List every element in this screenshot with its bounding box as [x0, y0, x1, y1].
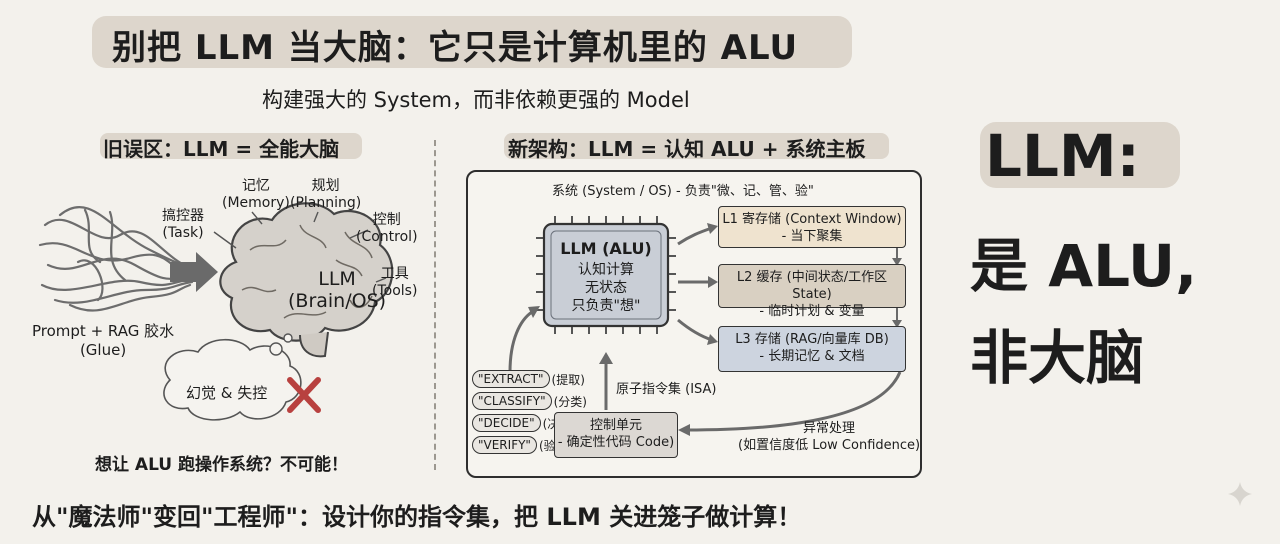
right-section-title: 新架构：LLM = 认知 ALU + 系统主板 [508, 137, 866, 161]
myth-statement: 想让 ALU 跑操作系统？不可能！ [95, 455, 349, 475]
hallucination-label: 幻觉 & 失控 [186, 384, 268, 402]
thought-cloud [163, 333, 302, 421]
planning-label: 规划 (Planning) [290, 178, 361, 212]
control-label-cn: 控制 [372, 212, 401, 228]
l3-storage-box: L3 存储 (RAG/向量库 DB) - 长期记忆 & 文档 [718, 326, 906, 372]
glue-label-line2: (Glue) [79, 341, 127, 359]
page-subtitle: 构建强大的 System，而非依赖更强的 Model [262, 88, 690, 112]
left-title-highlight [100, 133, 362, 159]
tools-label: 工具 (Tools) [372, 266, 417, 300]
footer-slogan: 从"魔法师"变回"工程师"：设计你的指令集，把 LLM 关进笼子做计算！ [32, 503, 802, 531]
right-title-highlight [504, 133, 889, 159]
brain-label-line2: (Brain/OS) [288, 290, 387, 312]
task-label-en: (Task) [162, 225, 204, 241]
big-text-highlight [980, 122, 1180, 188]
section-divider [434, 140, 436, 470]
planning-label-cn: 规划 [311, 178, 340, 194]
isa-label: 原子指令集 (ISA) [616, 382, 717, 397]
left-section-title: 旧误区：LLM = 全能大脑 [103, 137, 340, 161]
instruction-note: (提取) [551, 372, 585, 387]
l2-cache-line1: L2 缓存 (中间状态/工作区 State) [736, 270, 888, 302]
exception-label-line1: 异常处理 [803, 421, 856, 436]
chip-title: LLM (ALU) [560, 239, 652, 258]
control-unit-line1: 控制单元 [589, 418, 642, 433]
chip-line-3: 只负责"想" [571, 298, 641, 314]
brain-label: LLM (Brain/OS) [288, 268, 386, 312]
big-text-line-3: 非大脑 [970, 324, 1145, 392]
chip-text: LLM (ALU) 认知计算 无状态 只负责"想" [548, 240, 664, 315]
instruction-item-classify: "CLASSIFY" (分类) [472, 392, 587, 410]
control-label: 控制 (Control) [356, 212, 418, 246]
instruction-pill: "CLASSIFY" [472, 392, 552, 410]
x-icon [287, 377, 321, 413]
l2-cache-box: L2 缓存 (中间状态/工作区 State) - 临时计划 & 变量 [718, 264, 906, 319]
tools-label-en: (Tools) [372, 283, 418, 299]
planning-label-en: (Planning) [290, 195, 362, 211]
chip-body [542, 222, 670, 328]
l3-storage-line2: - 长期记忆 & 文档 [759, 349, 865, 364]
task-label: 搞控器 (Task) [162, 208, 204, 242]
big-text-line-2: 是 ALU, [970, 232, 1198, 300]
l1-cache-box: L1 寄存储 (Context Window) - 当下聚集 [718, 206, 906, 248]
instruction-pill: "VERIFY" [472, 436, 537, 454]
memory-label: 记忆 (Memory) [222, 178, 290, 212]
task-label-cn: 搞控器 [162, 208, 204, 224]
tools-label-cn: 工具 [380, 266, 409, 282]
l3-storage-line1: L3 存储 (RAG/向量库 DB) [735, 332, 889, 347]
exception-label: 异常处理 (如置信度低 Low Confidence) [738, 420, 920, 454]
memory-label-cn: 记忆 [241, 178, 270, 194]
instruction-item-extract: "EXTRACT" (提取) [472, 370, 587, 388]
instruction-list: "EXTRACT" (提取) "CLASSIFY" (分类) "DECIDE" … [472, 370, 587, 454]
big-text-line-1: LLM: [985, 122, 1140, 190]
control-unit-line2: - 确定性代码 Code) [557, 435, 675, 450]
chip-line-2: 无状态 [585, 280, 627, 296]
control-unit-box: 控制单元 - 确定性代码 Code) [554, 412, 678, 458]
glue-label: Prompt + RAG 胶水 (Glue) [32, 322, 174, 360]
control-label-en: (Control) [356, 229, 418, 245]
brain-icon [219, 202, 394, 358]
exception-label-line2: (如置信度低 Low Confidence) [738, 438, 921, 453]
instruction-pill: "EXTRACT" [472, 370, 550, 388]
l2-cache-line2: - 临时计划 & 变量 [759, 304, 865, 319]
glue-label-line1: Prompt + RAG 胶水 [32, 322, 175, 340]
title-highlight [92, 16, 852, 68]
memory-label-en: (Memory) [222, 195, 290, 211]
brain-label-line1: LLM [318, 268, 356, 290]
l1-cache-line2: - 当下聚集 [781, 229, 843, 244]
chip-line-1: 认知计算 [578, 262, 634, 278]
instruction-pill: "DECIDE" [472, 414, 541, 432]
l1-cache-line1: L1 寄存储 (Context Window) [722, 212, 902, 227]
page-title: 别把 LLM 当大脑：它只是计算机里的 ALU [112, 28, 799, 68]
system-frame-title: 系统 (System / OS) - 负责"微、记、管、验" [552, 184, 814, 199]
instruction-note: (分类) [553, 394, 587, 409]
